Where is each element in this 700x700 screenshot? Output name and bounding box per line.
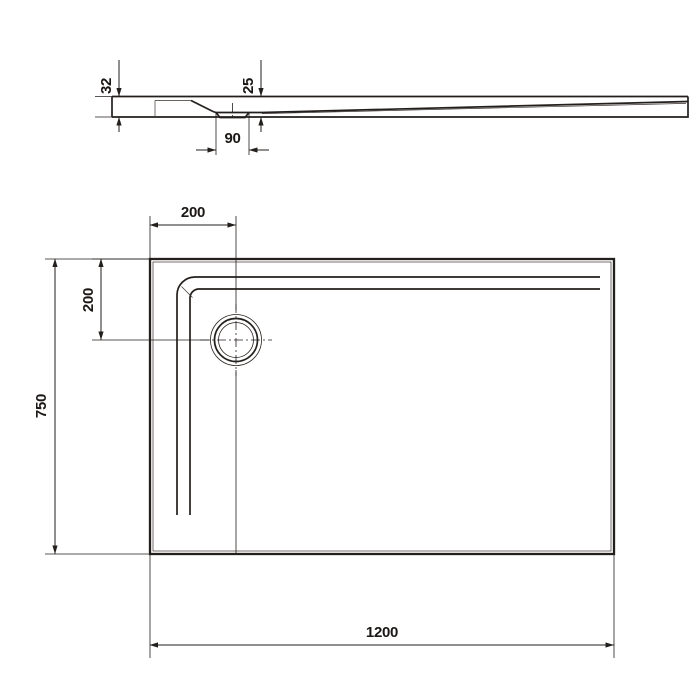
dim-1200-group: 1200	[149, 554, 615, 658]
plan-drain	[200, 304, 272, 376]
dim-32-group: 32	[95, 60, 145, 132]
dim-750-group: 750	[33, 258, 150, 555]
dim-200-vertical-group: 200	[80, 258, 150, 340]
drain-outer-circle	[210, 314, 262, 366]
section-inner-detail	[154, 99, 689, 119]
section-view: 32 25 90	[95, 60, 689, 155]
plan-inner-platform	[176, 276, 600, 515]
dim-label-200-vertical: 200	[80, 288, 97, 312]
dim-label-32: 32	[98, 78, 115, 94]
dim-label-25: 25	[240, 78, 257, 94]
dim-90-group: 90	[196, 113, 269, 155]
dim-25-group: 25	[240, 60, 275, 132]
plan-outer-inner-offset	[152, 261, 612, 552]
dim-200-horizontal-group: 200	[149, 204, 236, 228]
section-profile-outline	[111, 95, 689, 118]
dim-label-1200: 1200	[366, 624, 398, 641]
dim-label-750: 750	[33, 394, 50, 418]
plan-view: 200 200 750 1200	[33, 204, 616, 658]
dim-label-200-horizontal: 200	[181, 204, 205, 221]
plan-drain-extension-lines	[92, 216, 237, 554]
dim-label-90: 90	[224, 130, 240, 147]
plan-outer-rectangle	[148, 257, 616, 556]
